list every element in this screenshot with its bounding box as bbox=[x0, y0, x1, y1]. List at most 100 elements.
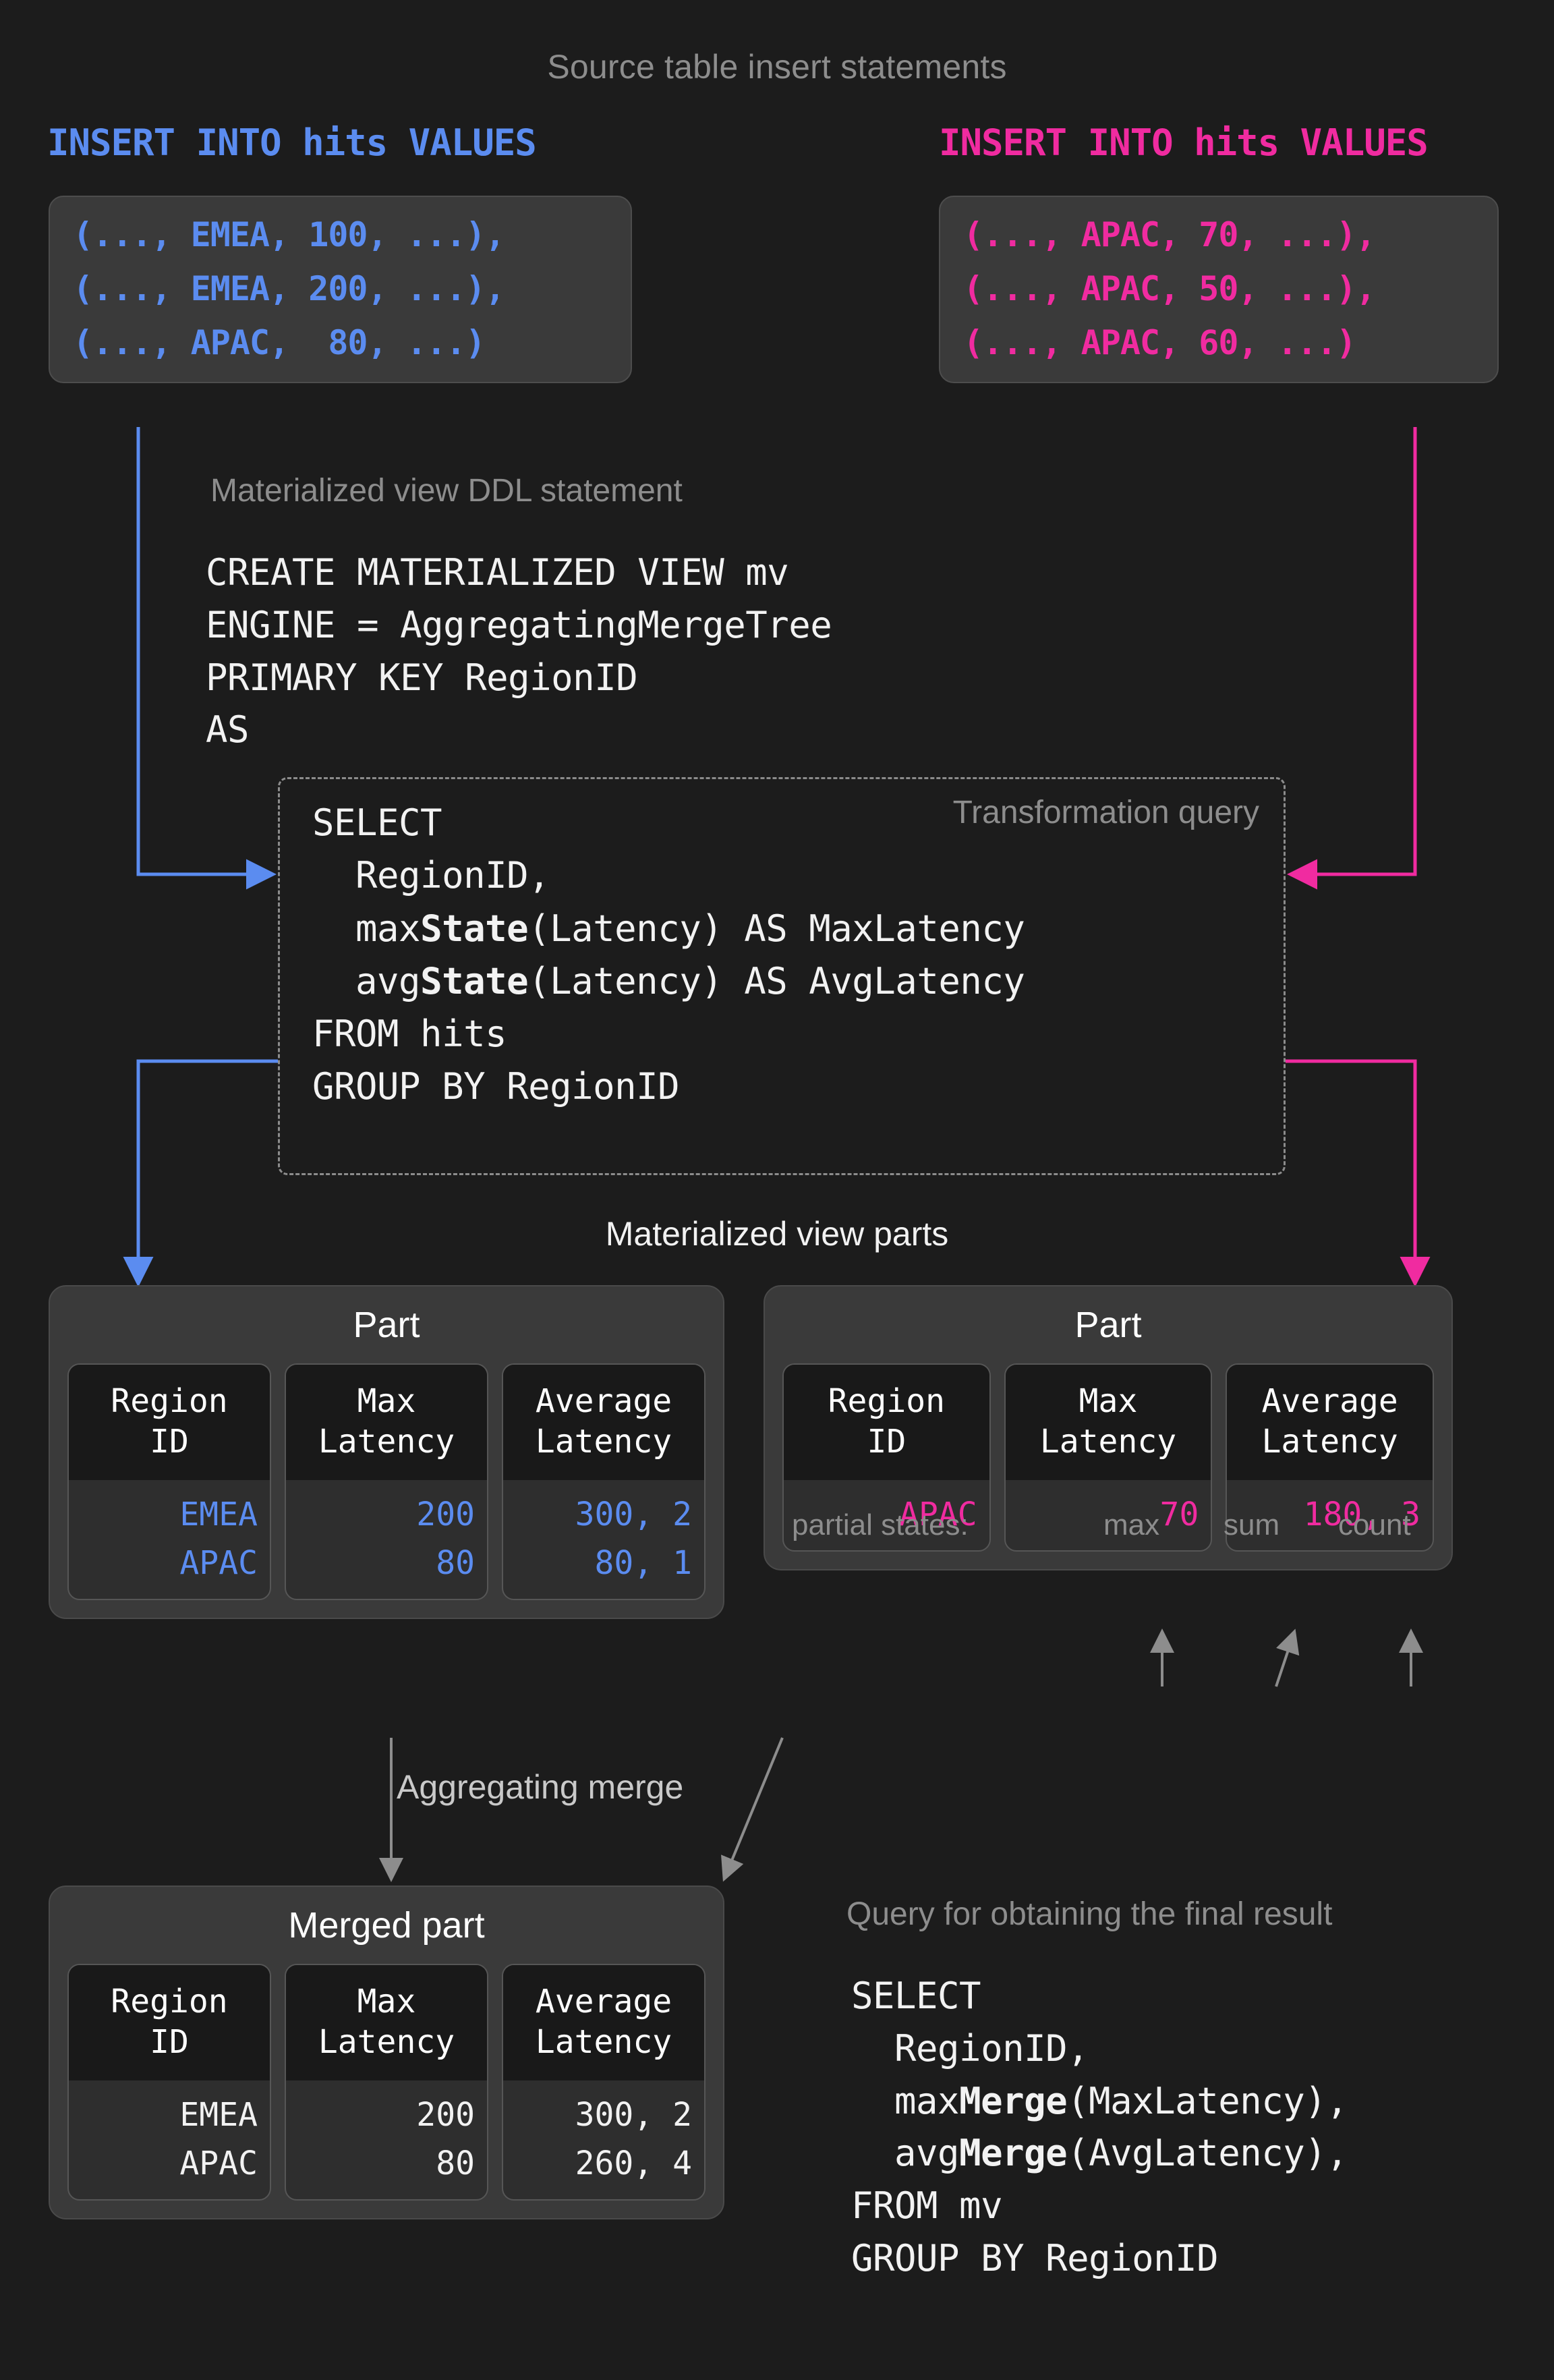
source-insert-caption: Source table insert statements bbox=[547, 48, 1007, 86]
fq-line-maxmerge: maxMerge(MaxLatency), bbox=[851, 2080, 1348, 2122]
part-right-title: Part bbox=[1074, 1305, 1142, 1345]
tq-maxstate-bold: State bbox=[420, 907, 529, 950]
ddl-code-block: CREATE MATERIALIZED VIEW mv ENGINE = Agg… bbox=[206, 546, 832, 756]
fq-line-groupby: GROUP BY RegionID bbox=[851, 2236, 1219, 2279]
merged-part-title: Merged part bbox=[288, 1905, 485, 1946]
fq-maxmerge-bold: Merge bbox=[959, 2079, 1068, 2122]
insert-row: (..., EMEA, 200, ...), bbox=[73, 269, 505, 308]
fq-avgmerge-bold: Merge bbox=[959, 2132, 1068, 2175]
column-average-latency: Average Latency 300, 2 260, 4 bbox=[502, 1964, 706, 2201]
tq-avgstate-post: (Latency) AS AvgLatency bbox=[528, 959, 1025, 1002]
column-max-latency: Max Latency 200 80 bbox=[285, 1964, 488, 2201]
aggregating-merge-caption: Aggregating merge bbox=[397, 1768, 684, 1806]
insert-row: (..., EMEA, 100, ...), bbox=[73, 215, 505, 254]
column-header: Max Latency bbox=[1005, 1365, 1211, 1480]
tq-line-select: SELECT bbox=[312, 801, 442, 844]
part-left-columns: Region ID EMEA APAC Max Latency 200 80 A… bbox=[67, 1363, 706, 1601]
column-average-latency: Average Latency 300, 2 80, 1 bbox=[502, 1363, 706, 1601]
insert-box-left: (..., EMEA, 100, ...), (..., EMEA, 200, … bbox=[49, 196, 632, 383]
tq-maxstate-post: (Latency) AS MaxLatency bbox=[528, 907, 1025, 950]
cell-value: APAC bbox=[179, 2145, 258, 2183]
wire-part-right-to-merged bbox=[721, 1737, 784, 1882]
column-header: Average Latency bbox=[503, 1365, 704, 1480]
part-left: Part Region ID EMEA APAC Max Latency 200… bbox=[49, 1285, 724, 1620]
fq-avgmerge-pre: avg bbox=[851, 2132, 960, 2175]
cell-value: 80, 1 bbox=[594, 1544, 693, 1583]
fq-avgmerge-post: (AvgLatency), bbox=[1067, 2132, 1348, 2175]
column-header: Max Latency bbox=[286, 1365, 487, 1480]
fq-line-regionid: RegionID, bbox=[851, 2027, 1089, 2070]
partial-state-max: max bbox=[1103, 1508, 1160, 1542]
cell-value: 300, 2 bbox=[575, 2095, 692, 2134]
insert-row: (..., APAC, 70, ...), bbox=[963, 215, 1376, 254]
tq-line-avgstate: avgState(Latency) AS AvgLatency bbox=[312, 960, 1025, 1002]
column-body: 300, 2 80, 1 bbox=[503, 1480, 704, 1599]
insert-row: (..., APAC, 50, ...), bbox=[963, 269, 1376, 308]
column-header: Max Latency bbox=[286, 1965, 487, 2080]
column-max-latency: Max Latency 70 bbox=[1004, 1363, 1213, 1552]
materialized-view-parts-caption: Materialized view parts bbox=[605, 1215, 949, 1253]
cell-value: 300, 2 bbox=[575, 1495, 692, 1533]
column-body: 200 80 bbox=[286, 2080, 487, 2199]
ddl-line: ENGINE = AggregatingMergeTree bbox=[206, 603, 832, 646]
column-header: Region ID bbox=[69, 1965, 270, 2080]
column-body: 200 80 bbox=[286, 1480, 487, 1599]
fq-line-avgmerge: avgMerge(AvgLatency), bbox=[851, 2132, 1348, 2174]
ddl-line: PRIMARY KEY RegionID bbox=[206, 656, 638, 699]
final-query-code: SELECT RegionID, maxMerge(MaxLatency), a… bbox=[851, 1970, 1348, 2285]
column-region-id: Region ID EMEA APAC bbox=[67, 1363, 271, 1601]
transformation-query-label: Transformation query bbox=[952, 795, 1259, 830]
cell-value: APAC bbox=[179, 1544, 258, 1583]
column-header: Average Latency bbox=[1227, 1365, 1433, 1480]
insert-header-left: INSERT INTO hits VALUES bbox=[47, 121, 537, 164]
cell-value: 200 bbox=[416, 2095, 475, 2134]
fq-maxmerge-pre: max bbox=[851, 2079, 960, 2122]
cell-value: 260, 4 bbox=[575, 2145, 692, 2183]
part-right-columns: Region ID APAC Max Latency 70 Average La… bbox=[782, 1363, 1435, 1552]
cell-value: 70 bbox=[1159, 1495, 1199, 1533]
column-body: EMEA APAC bbox=[69, 2080, 270, 2199]
tq-maxstate-pre: max bbox=[312, 907, 421, 950]
column-header: Region ID bbox=[69, 1365, 270, 1480]
tq-line-from: FROM hits bbox=[312, 1013, 507, 1056]
column-region-id: Region ID EMEA APAC bbox=[67, 1964, 271, 2201]
partial-state-count: count bbox=[1338, 1508, 1411, 1542]
insert-row: (..., APAC, 80, ...) bbox=[73, 323, 486, 362]
part-right: Part Region ID APAC Max Latency 70 Avera… bbox=[764, 1285, 1453, 1571]
transformation-query-box: Transformation query SELECT RegionID, ma… bbox=[278, 777, 1286, 1175]
wire-partial-sum bbox=[1275, 1628, 1300, 1687]
insert-header-right: INSERT INTO hits VALUES bbox=[939, 121, 1429, 164]
merged-part: Merged part Region ID EMEA APAC Max Late… bbox=[49, 1886, 724, 2220]
cell-value: EMEA bbox=[179, 1495, 258, 1533]
tq-avgstate-bold: State bbox=[420, 959, 529, 1002]
insert-box-right: (..., APAC, 70, ...), (..., APAC, 50, ..… bbox=[939, 196, 1499, 383]
merged-part-columns: Region ID EMEA APAC Max Latency 200 80 A… bbox=[67, 1964, 706, 2201]
cell-value: 200 bbox=[416, 1495, 475, 1533]
partial-state-sum: sum bbox=[1224, 1508, 1280, 1542]
ddl-line: CREATE MATERIALIZED VIEW mv bbox=[206, 551, 789, 594]
ddl-line: AS bbox=[206, 708, 250, 752]
fq-maxmerge-post: (MaxLatency), bbox=[1067, 2079, 1348, 2122]
cell-value: 80 bbox=[436, 2145, 475, 2183]
column-region-id: Region ID APAC bbox=[782, 1363, 991, 1552]
tq-avgstate-pre: avg bbox=[312, 959, 421, 1002]
tq-line-regionid: RegionID, bbox=[312, 854, 550, 897]
ddl-caption: Materialized view DDL statement bbox=[210, 473, 683, 509]
insert-row: (..., APAC, 60, ...) bbox=[963, 323, 1356, 362]
transformation-query-code: SELECT RegionID, maxState(Latency) AS Ma… bbox=[312, 797, 1025, 1114]
fq-line-from: FROM mv bbox=[851, 2184, 1003, 2227]
column-body: 70 bbox=[1006, 1480, 1211, 1550]
partial-states-label: partial states: bbox=[792, 1508, 969, 1542]
final-query-caption: Query for obtaining the final result bbox=[846, 1896, 1333, 1932]
tq-line-maxstate: maxState(Latency) AS MaxLatency bbox=[312, 907, 1025, 950]
cell-value: 180, 3 bbox=[1303, 1495, 1421, 1533]
column-body: 180, 3 bbox=[1227, 1480, 1433, 1550]
column-max-latency: Max Latency 200 80 bbox=[285, 1363, 488, 1601]
column-body: 300, 2 260, 4 bbox=[503, 2080, 704, 2199]
fq-line-select: SELECT bbox=[851, 1975, 981, 2017]
wire-insert-right-to-query bbox=[1287, 427, 1417, 890]
column-average-latency: Average Latency 180, 3 bbox=[1226, 1363, 1435, 1552]
cell-value: 80 bbox=[436, 1544, 475, 1583]
cell-value: EMEA bbox=[179, 2095, 258, 2134]
